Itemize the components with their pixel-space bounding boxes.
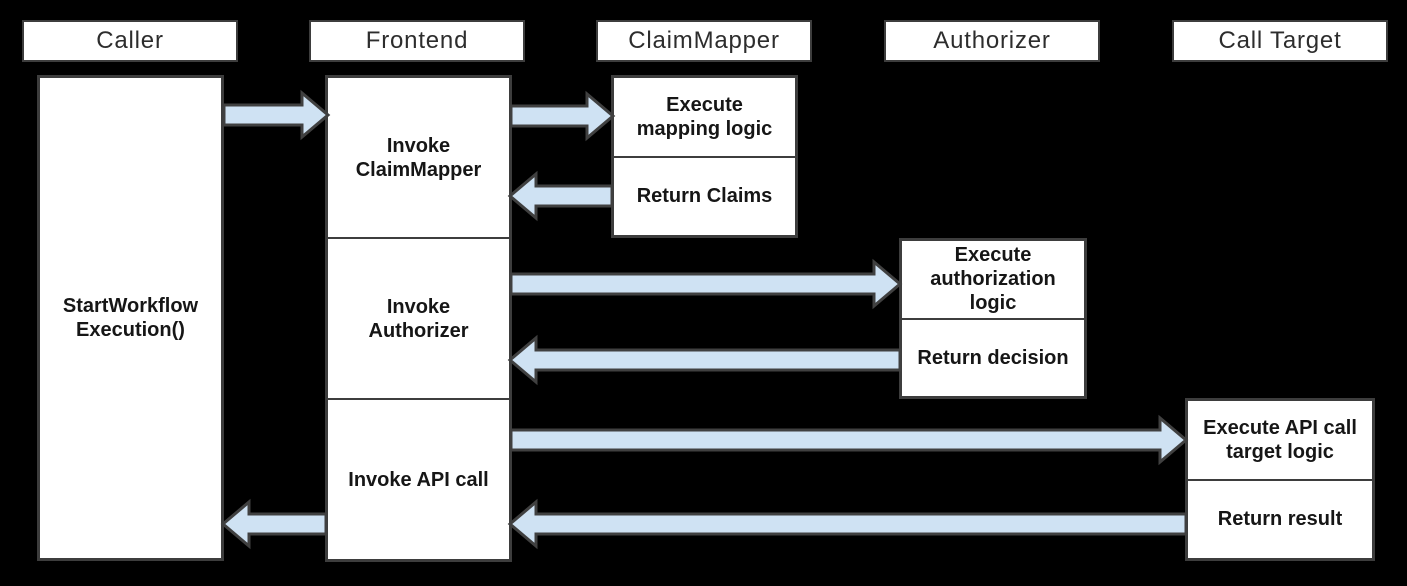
lifeline-header-frontend: Frontend	[309, 20, 525, 62]
lifeline-header-authorizer: Authorizer	[884, 20, 1100, 62]
lifeline-label: Frontend	[365, 27, 469, 54]
activation-frontend: Invoke ClaimMapper Invoke Authorizer Inv…	[325, 75, 512, 562]
step-label: StartWorkflow Execution()	[62, 295, 199, 341]
step-label: Invoke ClaimMapper	[355, 134, 482, 181]
step-label: Execute API call target logic	[1203, 416, 1357, 463]
step-return-decision: Return decision	[902, 317, 1084, 397]
step-label: Return Claims	[636, 185, 773, 208]
step-label: Invoke Authorizer	[368, 295, 469, 342]
lifeline-header-call-target: Call Target	[1172, 20, 1388, 62]
step-execute-mapping-logic: Execute mapping logic	[614, 78, 795, 156]
step-label: Execute mapping logic	[636, 93, 773, 140]
step-execute-api-call-target-logic: Execute API call target logic	[1188, 401, 1372, 479]
step-execute-authorization-logic: Execute authorization logic	[902, 241, 1084, 318]
arrow-frontend-to-caller	[220, 498, 328, 550]
step-label: Invoke API call	[348, 468, 489, 491]
lifeline-label: ClaimMapper	[628, 27, 780, 54]
activation-authorizer: Execute authorization logic Return decis…	[899, 238, 1087, 399]
step-invoke-claimmapper: Invoke ClaimMapper	[328, 78, 509, 237]
activation-claimmapper: Execute mapping logic Return Claims	[611, 75, 798, 238]
step-return-claims: Return Claims	[614, 155, 795, 236]
lifeline-label: Call Target	[1218, 27, 1342, 54]
lifeline-header-claimmapper: ClaimMapper	[596, 20, 812, 62]
step-invoke-api-call: Invoke API call	[328, 398, 509, 559]
lifeline-label: Authorizer	[933, 27, 1051, 54]
arrow-call-target-to-frontend	[507, 498, 1188, 550]
lifeline-label: Caller	[96, 27, 164, 54]
step-start-workflow-execution: StartWorkflow Execution()	[40, 78, 221, 558]
step-return-result: Return result	[1188, 478, 1372, 559]
lifeline-header-caller: Caller	[22, 20, 238, 62]
arrow-frontend-to-claimmapper	[509, 90, 616, 142]
activation-caller: StartWorkflow Execution()	[37, 75, 224, 561]
activation-call-target: Execute API call target logic Return res…	[1185, 398, 1375, 561]
step-label: Return result	[1217, 508, 1343, 531]
arrow-claimmapper-to-frontend	[507, 170, 614, 222]
step-invoke-authorizer: Invoke Authorizer	[328, 237, 509, 398]
arrow-frontend-to-authorizer	[509, 258, 903, 310]
arrow-authorizer-to-frontend	[507, 334, 902, 386]
arrow-frontend-to-call-target	[509, 414, 1189, 466]
step-label: Return decision	[917, 346, 1069, 369]
step-label: Execute authorization logic	[930, 244, 1056, 315]
arrow-caller-to-frontend	[222, 89, 331, 141]
